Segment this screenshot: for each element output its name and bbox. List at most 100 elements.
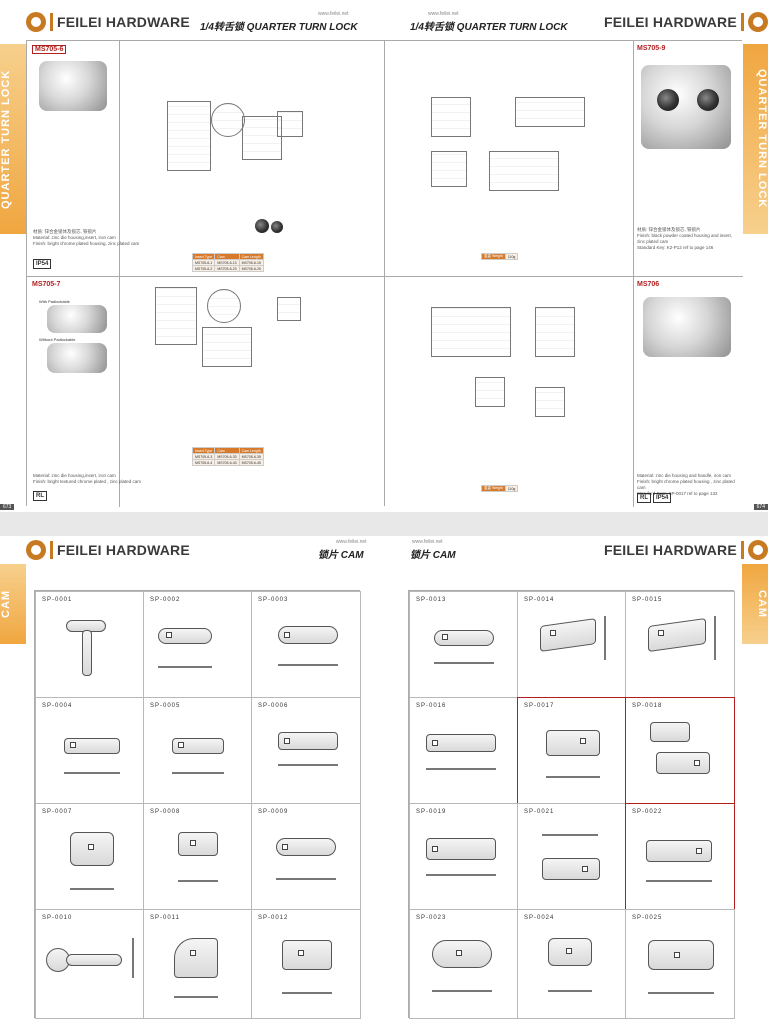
cam-cell: SP-0003 bbox=[251, 591, 361, 698]
feilei-logo-icon bbox=[26, 540, 46, 560]
drawing-handle bbox=[202, 327, 252, 367]
cam-drawing bbox=[646, 840, 712, 862]
cam-square-hole bbox=[550, 630, 556, 636]
website-left: www.feilei.net bbox=[318, 11, 349, 17]
cam-square-hole bbox=[674, 952, 680, 958]
website-left: www.feilei.net bbox=[336, 539, 367, 545]
cam-side-profile bbox=[648, 992, 714, 994]
cam-part-number: SP-0008 bbox=[150, 809, 181, 815]
side-tab-left: QUARTER TURN LOCK bbox=[0, 44, 26, 234]
brand-name: FEILEI HARDWARE bbox=[57, 14, 190, 30]
website-right: www.feilei.net bbox=[412, 539, 443, 545]
column-divider bbox=[119, 41, 120, 276]
cam-side-profile bbox=[548, 990, 592, 992]
cam-side-profile bbox=[434, 662, 494, 664]
table-cell: MS705-6-45 bbox=[238, 459, 264, 466]
cam-part-number: SP-0021 bbox=[524, 809, 555, 815]
page-title-left: 锁片 CAM bbox=[318, 550, 364, 561]
cam-part-number: SP-0018 bbox=[632, 703, 663, 709]
cam-square-hole bbox=[298, 950, 304, 956]
cam-part-number: SP-0014 bbox=[524, 597, 555, 603]
cam-square-hole bbox=[582, 866, 588, 872]
brand-divider bbox=[50, 13, 53, 31]
cam-side-profile bbox=[158, 666, 212, 668]
cam-drawing bbox=[278, 626, 338, 644]
cam-part-number: SP-0013 bbox=[416, 597, 447, 603]
table-cell: MS705-6-25 bbox=[238, 265, 264, 272]
feilei-logo-icon bbox=[26, 12, 46, 32]
cam-square-hole bbox=[282, 844, 288, 850]
cam-drawing bbox=[278, 732, 338, 750]
spec-table-ms705-6: Insert Type Cam Cam Length MS705-6-1 MS7… bbox=[191, 253, 264, 272]
cam-part-number: SP-0002 bbox=[150, 597, 181, 603]
cam-part-number: SP-0024 bbox=[524, 915, 555, 921]
cam-part-number: SP-0015 bbox=[632, 597, 663, 603]
cam-part-number: SP-0010 bbox=[42, 915, 73, 921]
cam-side-profile bbox=[432, 990, 492, 992]
cam-side-profile bbox=[426, 768, 496, 770]
cam-drawing bbox=[540, 618, 596, 652]
lock-cylinder-photo bbox=[697, 89, 719, 111]
side-tab-right: QUARTER TURN LOCK bbox=[742, 44, 768, 234]
brand-right: FEILEI HARDWARE bbox=[604, 12, 768, 32]
cam-cell: SP-0023 bbox=[409, 909, 518, 1019]
desc-line: Finish: bright chrome plated housing , z… bbox=[637, 479, 735, 490]
cam-drawing bbox=[178, 832, 218, 856]
lock-cylinder-photo bbox=[657, 89, 679, 111]
cam-part-number: SP-0009 bbox=[258, 809, 289, 815]
side-tab-right: CAM bbox=[742, 564, 768, 644]
model-label-ms706: MS706 bbox=[637, 281, 660, 288]
accessory-photo bbox=[255, 219, 269, 233]
brand-name: FEILEI HARDWARE bbox=[57, 542, 190, 558]
cam-cell: SP-0007 bbox=[35, 803, 144, 910]
cam-cell: SP-0021 bbox=[517, 803, 626, 910]
cam-drawing bbox=[174, 938, 218, 978]
product-description-ms705-9: 材质: 锌合金锁体及锁芯, 铁锁片 Finish: black powder c… bbox=[637, 227, 737, 251]
page-title-left: 1/4转舌锁 QUARTER TURN LOCK bbox=[200, 22, 358, 33]
cam-part-number: SP-0007 bbox=[42, 809, 73, 815]
side-tab-left: CAM bbox=[0, 564, 26, 644]
product-description-ms705-6: 材质: 锌合金锁体及锁芯, 铁锁片 Material: zinc die hou… bbox=[33, 229, 173, 247]
cam-square-hole bbox=[190, 950, 196, 956]
right-page: MS705-9 重量 Weight 110g 材质: 锌合金锁体及锁芯, 铁锁片… bbox=[384, 40, 743, 507]
cam-side-profile bbox=[278, 764, 338, 766]
brand-divider bbox=[740, 13, 744, 31]
drawing-panel-cutout bbox=[277, 297, 301, 321]
cam-side-profile bbox=[426, 874, 496, 876]
cam-part-number: SP-0016 bbox=[416, 703, 447, 709]
cam-square-hole bbox=[432, 846, 438, 852]
cam-drawing bbox=[648, 940, 714, 970]
page-header: FEILEI HARDWARE www.feilei.net 锁片 CAM ww… bbox=[0, 538, 768, 564]
weight-table: 重量 Weight 110g bbox=[481, 253, 519, 260]
cam-side-profile bbox=[542, 834, 598, 836]
product-block-ms706: MS706 重量 Weight 110g Material: zinc die … bbox=[385, 277, 743, 507]
drawing-side-view bbox=[535, 307, 575, 357]
product-block-ms705-7: MS705-7 With Padlockable Without Padlock… bbox=[27, 277, 385, 507]
cam-part-number: SP-0001 bbox=[42, 597, 73, 603]
cam-side-profile bbox=[282, 992, 332, 994]
desc-line: Standard Cam: SP-0017 ref to page 132 bbox=[637, 491, 718, 496]
cam-drawing bbox=[66, 954, 122, 966]
cam-part-number: SP-0006 bbox=[258, 703, 289, 709]
feilei-logo-icon bbox=[747, 12, 768, 32]
catalog-spread-cam: FEILEI HARDWARE www.feilei.net 锁片 CAM ww… bbox=[0, 536, 768, 1024]
cam-drawing bbox=[276, 838, 336, 856]
column-divider bbox=[633, 277, 634, 507]
without-padlock-label: Without Padlockable bbox=[39, 337, 76, 342]
drawing-cam bbox=[515, 97, 585, 127]
cam-cell: SP-0024 bbox=[517, 909, 626, 1019]
model-label-ms705-9: MS705-9 bbox=[637, 45, 666, 52]
cam-drawing bbox=[650, 722, 690, 742]
page-number-right: 674 bbox=[753, 504, 768, 510]
cam-side-profile bbox=[646, 880, 712, 882]
page-number-left: 673 bbox=[0, 504, 15, 510]
cam-side-profile bbox=[70, 888, 114, 890]
cam-square-hole bbox=[432, 740, 438, 746]
desc-line: Finish: bright textured chrome plated , … bbox=[33, 479, 142, 484]
cam-side-profile bbox=[178, 880, 218, 882]
brand-name: FEILEI HARDWARE bbox=[604, 542, 737, 558]
drawing-side-view bbox=[242, 116, 282, 160]
cam-drawing bbox=[656, 752, 710, 774]
cam-cell: SP-0015 bbox=[625, 591, 735, 698]
table-cell: MS705-6-43 bbox=[214, 459, 240, 466]
